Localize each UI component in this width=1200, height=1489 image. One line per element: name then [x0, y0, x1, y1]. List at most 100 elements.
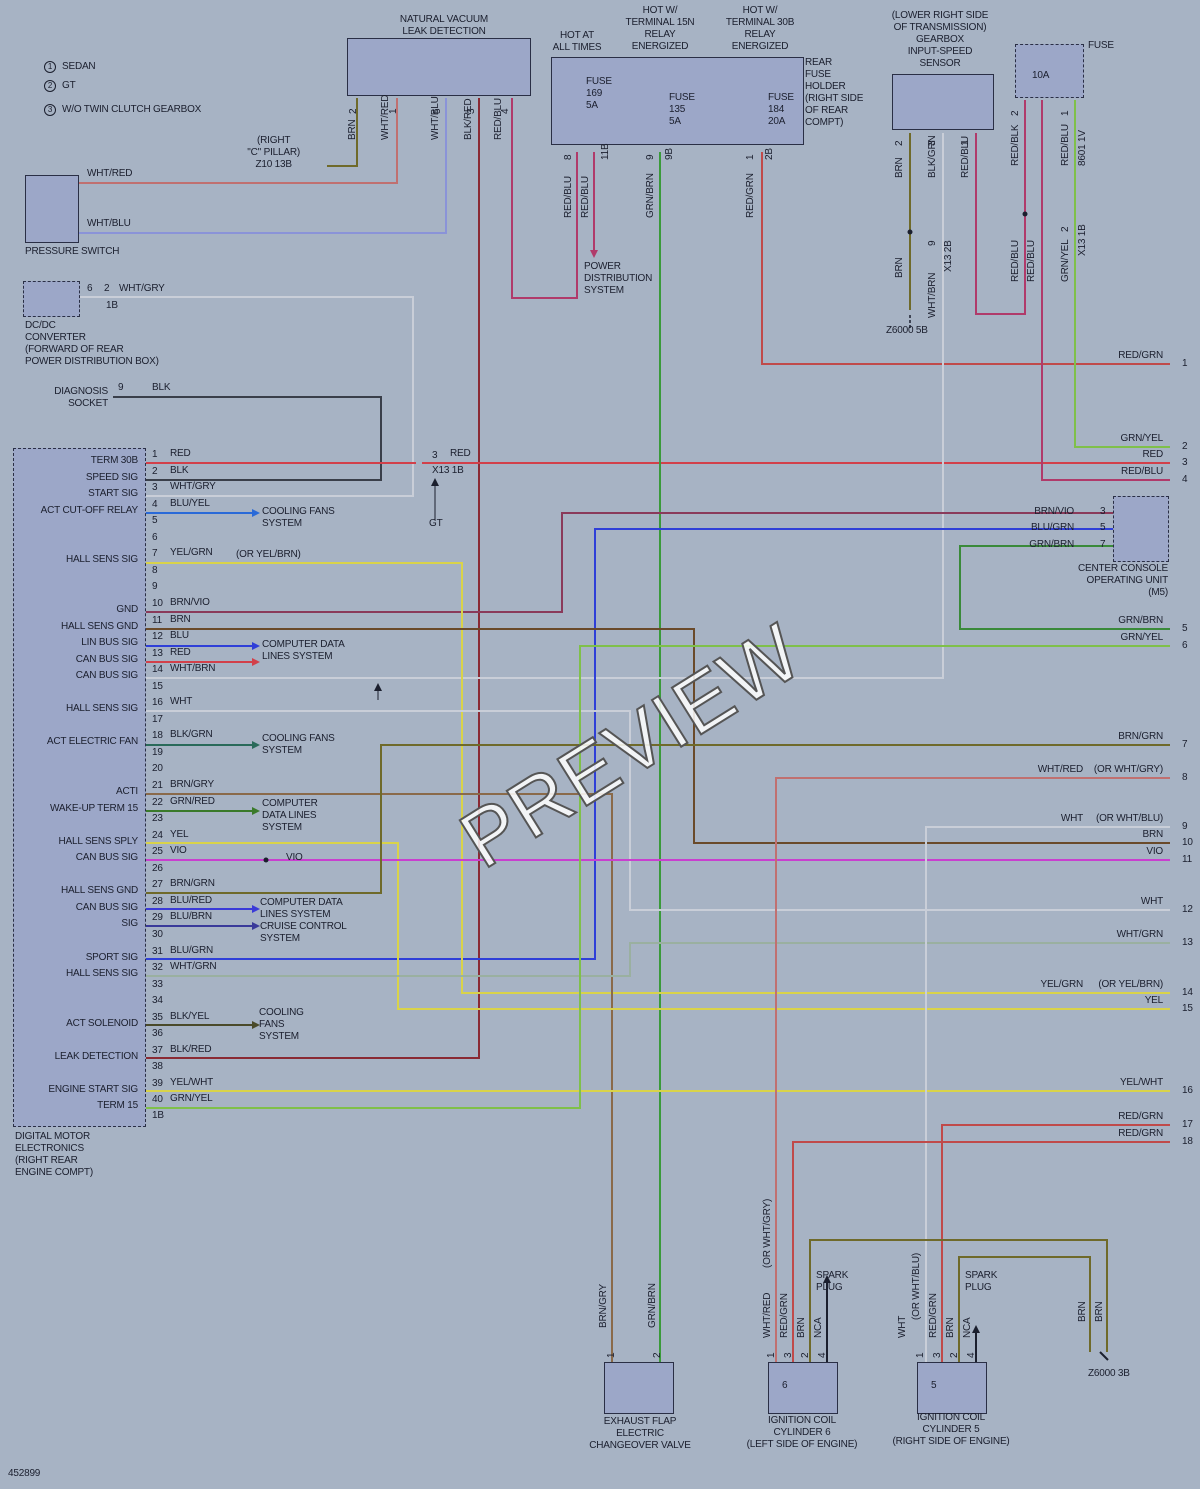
arrow-icon [252, 922, 260, 930]
dme-pin-number: 36 [152, 1028, 163, 1040]
wire-label: RED/BLU [493, 98, 504, 140]
wire-wht-red-8 [775, 777, 1170, 1362]
wire-label: BRN [945, 1317, 956, 1338]
pin-number: 3 [932, 1352, 943, 1358]
dme-pin-number: 39 [152, 1077, 163, 1089]
c-pillar-label: (RIGHT "C" PILLAR) Z10 13B [247, 135, 300, 170]
splice-dot [1022, 211, 1028, 217]
fuse-10a-label: 10A [1032, 70, 1050, 81]
right-terminal-number: 12 [1182, 904, 1193, 915]
wire-label: BRN/GRY [598, 1284, 609, 1328]
right-wire-color: BRN/GRN [1118, 731, 1163, 742]
system-label: COOLING FANS SYSTEM [259, 1007, 304, 1042]
fuse-10a-holder [1015, 44, 1084, 98]
dme-pin-number: 3 [152, 482, 158, 494]
wire-label: WHT/BLU [87, 218, 131, 229]
wire-label: RED [450, 448, 471, 459]
dme-pin-number: 33 [152, 978, 163, 990]
dme-pin-number: 16 [152, 697, 163, 709]
pressure-switch-label: PRESSURE SWITCH [25, 246, 120, 257]
wire-wht-grn-32 [144, 942, 1170, 977]
dme-wire-color: RED [170, 448, 191, 459]
wire-yel-24 [144, 842, 1170, 1010]
dme-pin-number: 8 [152, 564, 158, 576]
gt-label: GT [429, 518, 443, 529]
ground-icon [1099, 1351, 1109, 1361]
wire-label: 2 [1060, 226, 1071, 232]
system-label: CRUISE CONTROL SYSTEM [260, 921, 347, 944]
console-pin-number: 3 [1100, 506, 1106, 517]
wire-label: BRN [1094, 1301, 1105, 1322]
coil-number: 5 [931, 1380, 937, 1391]
console-pin-number: 5 [1100, 522, 1106, 533]
system-label: COOLING FANS SYSTEM [262, 506, 335, 529]
pin-number: 2 [348, 108, 359, 114]
dme-pin-number: 25 [152, 846, 163, 858]
arrow-icon [252, 642, 260, 650]
pin-number: 4 [966, 1352, 977, 1358]
dme-pin-number: 13 [152, 647, 163, 659]
arrow-icon [252, 1021, 260, 1029]
connector-label: 1B [106, 300, 118, 311]
dme-pin-number: 12 [152, 631, 163, 643]
wire-label: BRN [1077, 1301, 1088, 1322]
wire-alt-label: (OR YEL/BRN) [236, 549, 301, 560]
pin-number: 1 [915, 1352, 926, 1358]
system-label: COOLING FANS SYSTEM [262, 733, 335, 756]
right-wire-color: RED/BLU [1121, 466, 1163, 477]
wire-label: GRN/YEL [1060, 239, 1071, 282]
dme-pin-label: HALL SENS SIG [65, 968, 138, 980]
right-terminal-number: 2 [1182, 441, 1188, 452]
dme-pin-label: LIN BUS SIG [81, 637, 138, 649]
right-wire-color: RED/GRN [1118, 1128, 1163, 1139]
wire-label: RED/BLK [1010, 124, 1021, 166]
hot-30b-label: HOT W/ TERMINAL 30B RELAY ENERGIZED [725, 5, 795, 52]
dme-pin-number: 40 [152, 1094, 163, 1106]
pressure-switch [25, 175, 79, 243]
pin-number: 3 [783, 1352, 794, 1358]
dme-wire-color: BLK/YEL [170, 1010, 210, 1022]
wire-red-grn-18 [792, 1141, 1170, 1362]
right-wire-color: WHT [1060, 813, 1083, 824]
rear-fuse-holder [551, 57, 804, 145]
fuse-184-label: FUSE 184 20A [768, 92, 794, 127]
pin-number: 9 [118, 382, 124, 393]
wire-label: 8601 1V [1077, 130, 1088, 166]
hot-15n-label: HOT W/ TERMINAL 15N RELAY ENERGIZED [625, 5, 695, 52]
dme-pin-label: SPORT SIG [85, 951, 138, 963]
right-wire-color: YEL/GRN [1040, 979, 1083, 990]
dme-pin-label: SIG [121, 918, 138, 930]
wire-label: X13 1B [1077, 224, 1088, 256]
arrow-icon [252, 807, 260, 815]
dme-pin-label: CAN BUS SIG [75, 670, 138, 682]
pin-number: 2 [894, 140, 905, 146]
right-wire-color: VIO [1146, 846, 1163, 857]
pin-number: 2 [104, 283, 110, 294]
dme-pin-number: 30 [152, 928, 163, 940]
legend-item: W/O TWIN CLUTCH GEARBOX [62, 104, 202, 115]
pin-number: 4 [817, 1352, 828, 1358]
wire-nvld-blk-red [144, 98, 480, 1059]
exhaust-flap-valve [604, 1362, 674, 1414]
dme-pin-label: CAN BUS SIG [75, 901, 138, 913]
dme-wire-color: RED [170, 646, 191, 658]
right-wire-color: GRN/YEL [1120, 632, 1163, 643]
wire-label: WHT [897, 1315, 908, 1338]
dme-pin-label: ACTI [116, 786, 138, 797]
right-wire-color: BRN [1142, 829, 1163, 840]
pin-number: 1 [606, 1352, 617, 1358]
dme-pin-number: 1 [152, 449, 158, 460]
right-terminal-number: 10 [1182, 837, 1193, 848]
wire-label: RED/BLU [1010, 240, 1021, 282]
legend-item: SEDAN [62, 61, 96, 72]
dme-wire-color: BLK [170, 464, 189, 476]
right-wire-color: GRN/BRN [1118, 615, 1163, 626]
ignition-coil-5 [917, 1362, 987, 1414]
dme-wire-color: WHT/GRN [170, 961, 217, 973]
dme-wire-color: WHT/BRN [170, 663, 216, 675]
dme-label: DIGITAL MOTOR ELECTRONICS (RIGHT REAR EN… [15, 1131, 93, 1178]
wire-yel-grn-14 [144, 562, 1170, 994]
console-label: CENTER CONSOLE OPERATING UNIT (M5) [1078, 563, 1168, 598]
gearbox-speed-sensor [892, 74, 994, 130]
ground-label: Z6000 3B [1088, 1368, 1130, 1379]
